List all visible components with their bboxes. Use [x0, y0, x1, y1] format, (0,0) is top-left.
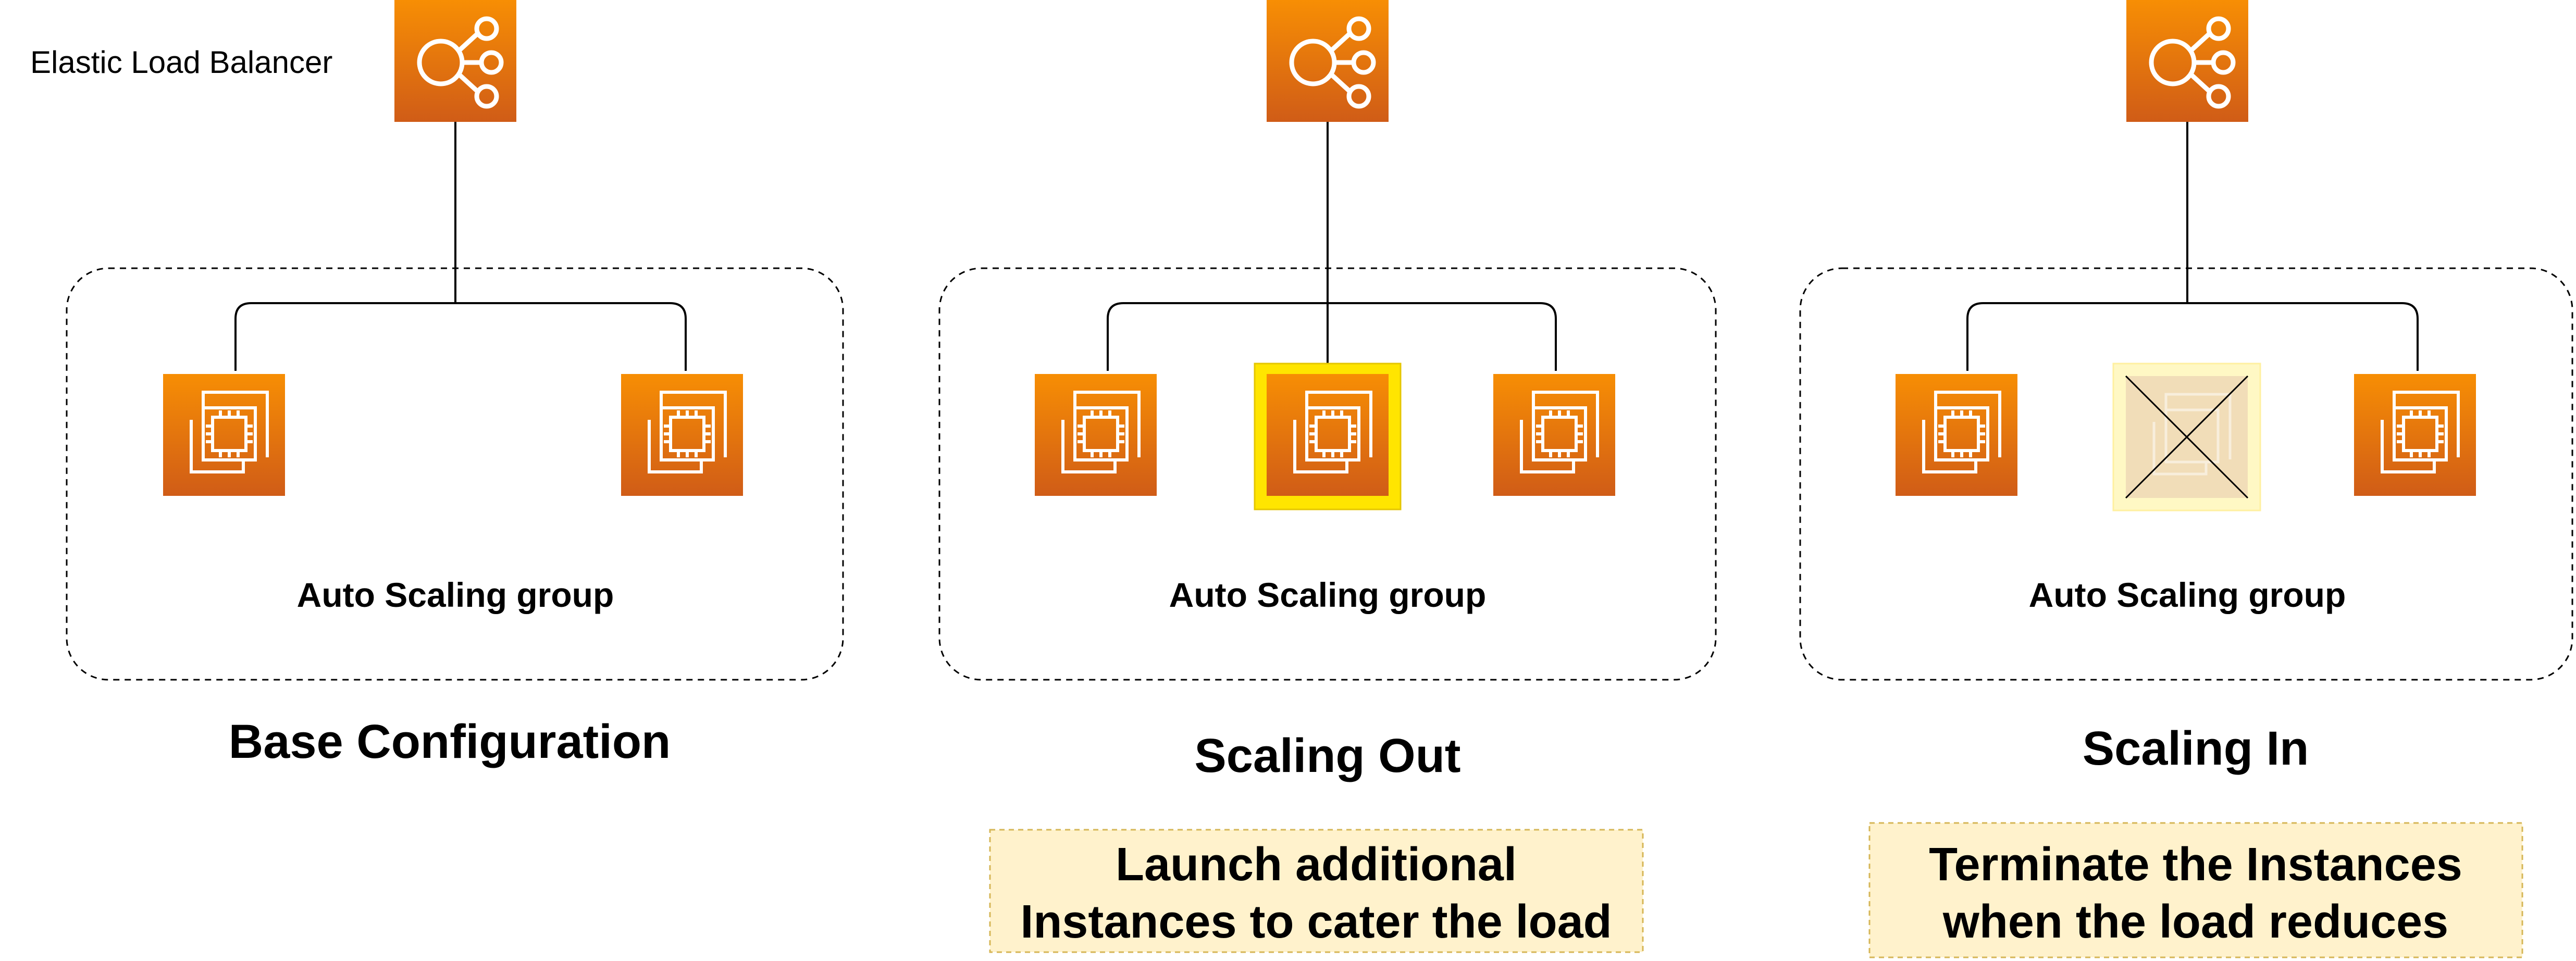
panel-scaling-in: Auto Scaling group Scaling In Terminate … [1799, 0, 2573, 958]
group-label: Auto Scaling group [297, 576, 614, 614]
panel-base-configuration: Auto Scaling group Base Configuration [66, 0, 844, 768]
connector-lines [234, 121, 687, 371]
panel-scaling-out: Auto Scaling group Scaling Out Launch ad… [938, 0, 1717, 953]
note-line-1: Launch additional [1116, 839, 1517, 891]
elastic-load-balancer-icon[interactable] [394, 0, 516, 122]
ec2-instance-icon[interactable] [163, 374, 285, 496]
note-box [989, 829, 1644, 953]
connector-lines [1107, 121, 1557, 371]
group-label: Auto Scaling group [2029, 576, 2346, 614]
elastic-load-balancer-icon[interactable] [1267, 0, 1389, 122]
panel-title: Base Configuration [229, 715, 671, 768]
ec2-instance-icon[interactable] [621, 374, 743, 496]
note-box [1868, 822, 2523, 958]
note-line-2: when the load reduces [1942, 896, 2448, 948]
elastic-load-balancer-icon[interactable] [2126, 0, 2248, 122]
ec2-instance-icon[interactable] [1035, 374, 1157, 496]
ec2-instance-icon[interactable] [1267, 374, 1389, 496]
panel-title: Scaling In [2083, 722, 2309, 775]
ec2-instance-icon[interactable] [2354, 374, 2476, 496]
group-label: Auto Scaling group [1169, 576, 1487, 614]
note-line-1: Terminate the Instances [1929, 839, 2462, 891]
load-balancer-label: Elastic Load Balancer [30, 45, 332, 80]
terminated-instance-icon[interactable] [2112, 363, 2261, 511]
panel-title: Scaling Out [1194, 729, 1460, 782]
ec2-instance-icon[interactable] [1896, 374, 2017, 496]
connector-lines [1966, 121, 2419, 371]
note-line-2: Instances to cater the load [1020, 896, 1612, 948]
ec2-instance-icon[interactable] [1493, 374, 1615, 496]
